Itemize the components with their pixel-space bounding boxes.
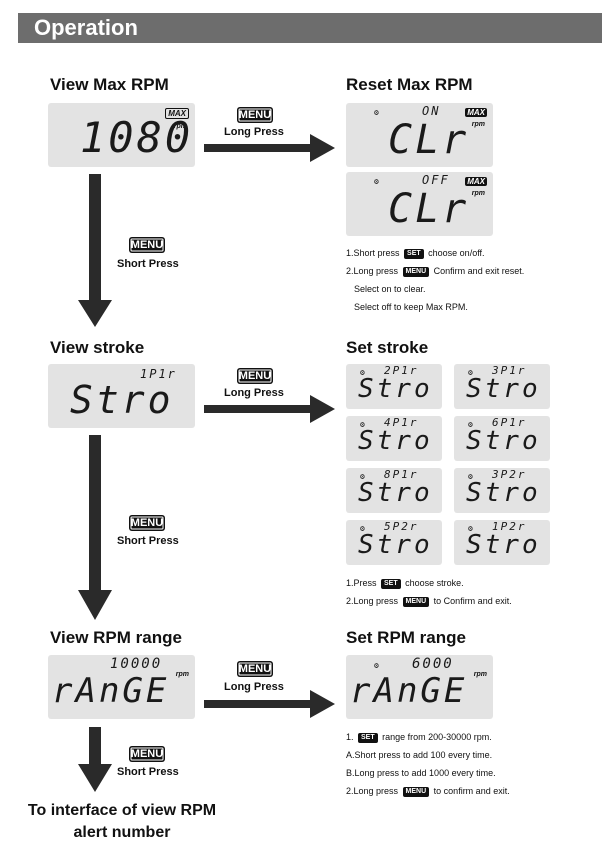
- rpm-unit: rpm: [473, 671, 487, 678]
- lcd-value: Stro: [358, 426, 433, 456]
- short-press-label: Short Press: [117, 258, 179, 270]
- stroke-option-value: 1P2r: [492, 520, 527, 533]
- mode-icon: ⚙: [374, 177, 379, 186]
- title-view-rpm-range: View RPM range: [50, 628, 182, 647]
- stroke-notes: 1.Press SET choose stroke. 2.Long press …: [346, 578, 512, 607]
- lcd-range-value: 10000: [110, 656, 163, 672]
- title-reset-max-rpm: Reset Max RPM: [346, 75, 473, 94]
- short-press-label: Short Press: [117, 535, 179, 547]
- title-set-rpm-range: Set RPM range: [346, 628, 466, 647]
- mode-icon: ⚙: [468, 368, 473, 377]
- lcd-value: Stro: [358, 530, 433, 560]
- menu-key-icon: MENU: [402, 596, 430, 607]
- mode-icon: ⚙: [360, 420, 365, 429]
- title-view-stroke: View stroke: [50, 338, 145, 357]
- menu-key-icon: MENU: [402, 786, 430, 797]
- lcd-value: 1080: [80, 113, 194, 162]
- arrow-down-3: [78, 727, 112, 792]
- menu-key-icon: MENU: [237, 107, 273, 123]
- stroke-option-value: 3P1r: [492, 364, 527, 377]
- max-badge: MAX: [465, 108, 487, 117]
- stroke-option-value: 6P1r: [492, 416, 527, 429]
- arrow-right-3: [204, 690, 335, 718]
- set-key-icon: SET: [358, 732, 378, 743]
- lcd-off-label: OFF: [422, 173, 450, 187]
- menu-key-icon: MENU: [237, 368, 273, 384]
- long-press-label: Long Press: [224, 681, 284, 693]
- menu-key-icon: MENU: [129, 237, 165, 253]
- lcd-value: Stro: [466, 374, 541, 404]
- stroke-option-value: 5P2r: [384, 520, 419, 533]
- lcd-value: CLr: [388, 117, 470, 163]
- lcd-value: Stro: [466, 426, 541, 456]
- set-key-icon: SET: [404, 248, 424, 259]
- stroke-option-value: 4P1r: [384, 416, 419, 429]
- stroke-option-value: 2P1r: [384, 364, 419, 377]
- lcd-value: Stro: [358, 478, 433, 508]
- range-notes: 1. SET range from 200-30000 rpm. A.Short…: [346, 732, 510, 797]
- title-set-stroke: Set stroke: [346, 338, 429, 357]
- reset-notes: 1.Short press SET choose on/off. 2.Long …: [346, 248, 525, 312]
- mode-icon: ⚙: [360, 472, 365, 481]
- lcd-view-rpm-range: 10000 rpm rAnGE: [48, 655, 195, 719]
- set-key-icon: SET: [381, 578, 401, 589]
- lcd-value: rAnGE: [350, 671, 468, 711]
- mode-icon: ⚙: [374, 661, 379, 670]
- lcd-reset-on: ⚙ ON MAX rpm CLr: [346, 103, 493, 167]
- menu-key-icon: MENU: [129, 515, 165, 531]
- lcd-set-rpm-range: ⚙ 6000 rpm rAnGE: [346, 655, 493, 719]
- lcd-stroke-small: 1P1r: [140, 367, 177, 381]
- lcd-range-value: 6000: [412, 656, 454, 672]
- lcd-reset-off: ⚙ OFF MAX rpm CLr: [346, 172, 493, 236]
- arrow-right-2: [204, 395, 335, 423]
- long-press-label: Long Press: [224, 387, 284, 399]
- mode-icon: ⚙: [360, 524, 365, 533]
- long-press-label: Long Press: [224, 126, 284, 138]
- lcd-on-label: ON: [422, 104, 441, 118]
- lcd-value: CLr: [388, 186, 470, 232]
- menu-key-icon: MENU: [402, 266, 430, 277]
- lcd-view-stroke: 1P1r Stro: [48, 364, 195, 428]
- next-interface-text: To interface of view RPM alert number: [27, 802, 217, 841]
- title-view-max-rpm: View Max RPM: [50, 75, 169, 94]
- short-press-label: Short Press: [117, 766, 179, 778]
- mode-icon: ⚙: [360, 368, 365, 377]
- rpm-unit: rpm: [471, 190, 485, 197]
- rpm-unit: rpm: [471, 121, 485, 128]
- lcd-value: Stro: [466, 478, 541, 508]
- menu-key-icon: MENU: [237, 661, 273, 677]
- rpm-unit: rpm: [173, 123, 187, 130]
- stroke-option-value: 3P2r: [492, 468, 527, 481]
- lcd-view-max-rpm: MAX rpm 1080: [48, 103, 195, 167]
- mode-icon: ⚙: [468, 420, 473, 429]
- lcd-value: rAnGE: [52, 671, 170, 711]
- arrow-right-1: [204, 134, 335, 162]
- menu-key-icon: MENU: [129, 746, 165, 762]
- arrow-down-2: [78, 435, 112, 620]
- arrow-down-1: [78, 174, 112, 327]
- rpm-unit: rpm: [175, 671, 189, 678]
- max-badge: MAX: [165, 108, 189, 119]
- lcd-value: Stro: [466, 530, 541, 560]
- section-header: Operation: [18, 13, 602, 43]
- lcd-value: Stro: [358, 374, 433, 404]
- mode-icon: ⚙: [374, 108, 379, 117]
- mode-icon: ⚙: [468, 524, 473, 533]
- mode-icon: ⚙: [468, 472, 473, 481]
- lcd-value: Stro: [70, 378, 174, 422]
- max-badge: MAX: [465, 177, 487, 186]
- stroke-option-value: 8P1r: [384, 468, 419, 481]
